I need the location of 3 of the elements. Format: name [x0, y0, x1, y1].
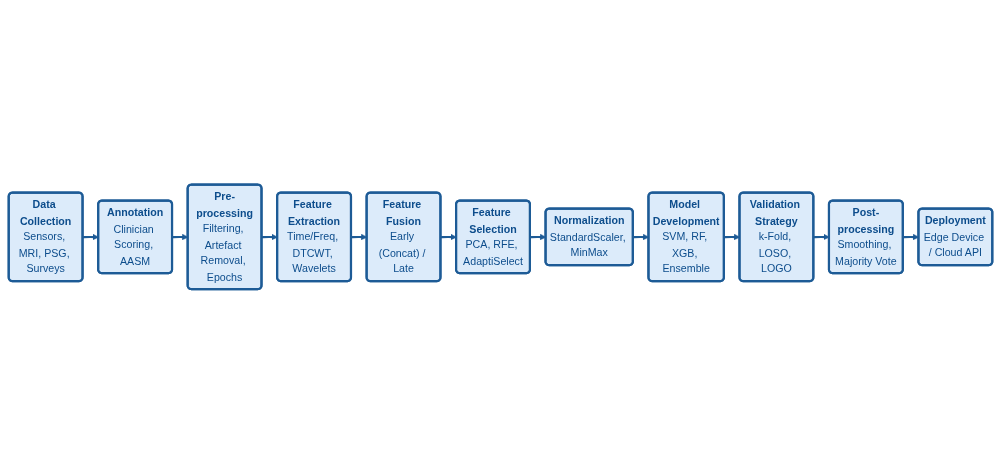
- arrow: [82, 234, 99, 241]
- arrow: [261, 234, 278, 241]
- arrow: [440, 234, 457, 241]
